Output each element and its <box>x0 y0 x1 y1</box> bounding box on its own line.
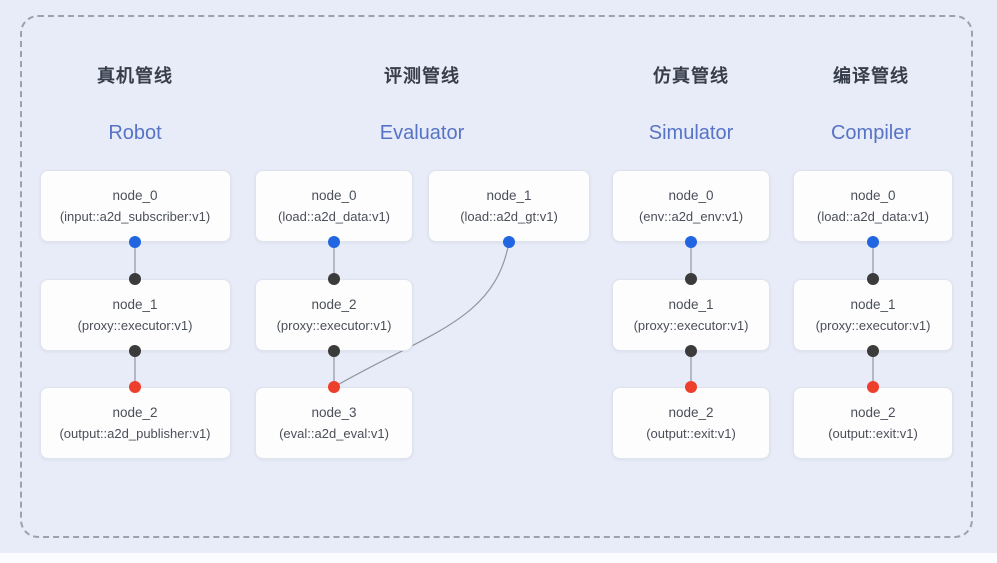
edge-connector <box>333 241 510 388</box>
pipeline-title-en: Robot <box>108 122 162 144</box>
black-port-dot <box>685 345 697 357</box>
black-port-dot <box>328 345 340 357</box>
node-type-label: (eval::a2d_eval:v1) <box>279 426 389 441</box>
node-name: node_1 <box>850 297 896 312</box>
node-name: node_0 <box>311 188 357 203</box>
blue-port-dot <box>129 236 141 248</box>
node-name: node_2 <box>668 405 714 420</box>
node-type-label: (output::exit:v1) <box>828 426 918 441</box>
node-type-label: (proxy::executor:v1) <box>633 318 749 333</box>
pipeline-title-en: Simulator <box>648 122 734 144</box>
black-port-dot <box>129 273 141 285</box>
pipeline-title-zh: 真机管线 <box>97 66 173 86</box>
black-port-dot <box>867 345 879 357</box>
node-type-label: (env::a2d_env:v1) <box>638 209 744 224</box>
black-port-dot <box>129 345 141 357</box>
node-box: node_0(input::a2d_subscriber:v1) <box>39 170 231 242</box>
node-type-label: (proxy::executor:v1) <box>276 318 392 333</box>
pipeline-title-zh: 编译管线 <box>833 66 909 86</box>
node-type-label: (proxy::executor:v1) <box>815 318 931 333</box>
pipeline-header-robot: 真机管线 Robot <box>15 62 255 145</box>
node-box: node_1(proxy::executor:v1) <box>612 279 770 351</box>
node-name: node_1 <box>112 297 158 312</box>
node-type-label: (load::a2d_data:v1) <box>816 209 930 224</box>
node-box: node_1(proxy::executor:v1) <box>39 279 231 351</box>
node-box: node_0(load::a2d_data:v1) <box>793 170 953 242</box>
blue-port-dot <box>328 236 340 248</box>
blue-port-dot <box>685 236 697 248</box>
red-port-dot <box>685 381 697 393</box>
black-port-dot <box>685 273 697 285</box>
dashed-frame <box>20 15 973 538</box>
node-box: node_2(output::exit:v1) <box>793 387 953 459</box>
node-name: node_0 <box>112 188 158 203</box>
node-box: node_0(load::a2d_data:v1) <box>255 170 413 242</box>
node-box: node_1(load::a2d_gt:v1) <box>428 170 590 242</box>
node-type-label: (load::a2d_gt:v1) <box>460 209 558 224</box>
pipeline-title-zh: 仿真管线 <box>653 66 729 86</box>
node-name: node_0 <box>850 188 896 203</box>
node-name: node_1 <box>668 297 714 312</box>
pipeline-title-en: Evaluator <box>379 122 465 144</box>
black-port-dot <box>867 273 879 285</box>
node-box: node_0(env::a2d_env:v1) <box>612 170 770 242</box>
blue-port-dot <box>867 236 879 248</box>
red-port-dot <box>129 381 141 393</box>
node-type-label: (load::a2d_data:v1) <box>277 209 391 224</box>
node-type-label: (proxy::executor:v1) <box>77 318 193 333</box>
node-box: node_3(eval::a2d_eval:v1) <box>255 387 413 459</box>
node-name: node_3 <box>311 405 357 420</box>
node-name: node_2 <box>311 297 357 312</box>
black-port-dot <box>328 273 340 285</box>
pipeline-header-compiler: 编译管线 Compiler <box>751 62 991 145</box>
pipeline-title-zh: 评测管线 <box>384 66 460 86</box>
node-name: node_2 <box>850 405 896 420</box>
pipeline-title-en: Compiler <box>830 122 912 144</box>
node-box: node_1(proxy::executor:v1) <box>793 279 953 351</box>
node-type-label: (output::exit:v1) <box>646 426 736 441</box>
node-box: node_2(proxy::executor:v1) <box>255 279 413 351</box>
pipeline-header-evaluator: 评测管线 Evaluator <box>302 62 542 145</box>
node-type-label: (output::a2d_publisher:v1) <box>59 426 211 441</box>
red-port-dot <box>328 381 340 393</box>
node-name: node_0 <box>668 188 714 203</box>
pipeline-header-simulator: 仿真管线 Simulator <box>571 62 811 145</box>
node-name: node_1 <box>486 188 532 203</box>
node-name: node_2 <box>112 405 158 420</box>
node-type-label: (input::a2d_subscriber:v1) <box>59 209 211 224</box>
blue-port-dot <box>503 236 515 248</box>
node-box: node_2(output::exit:v1) <box>612 387 770 459</box>
red-port-dot <box>867 381 879 393</box>
node-box: node_2(output::a2d_publisher:v1) <box>39 387 231 459</box>
